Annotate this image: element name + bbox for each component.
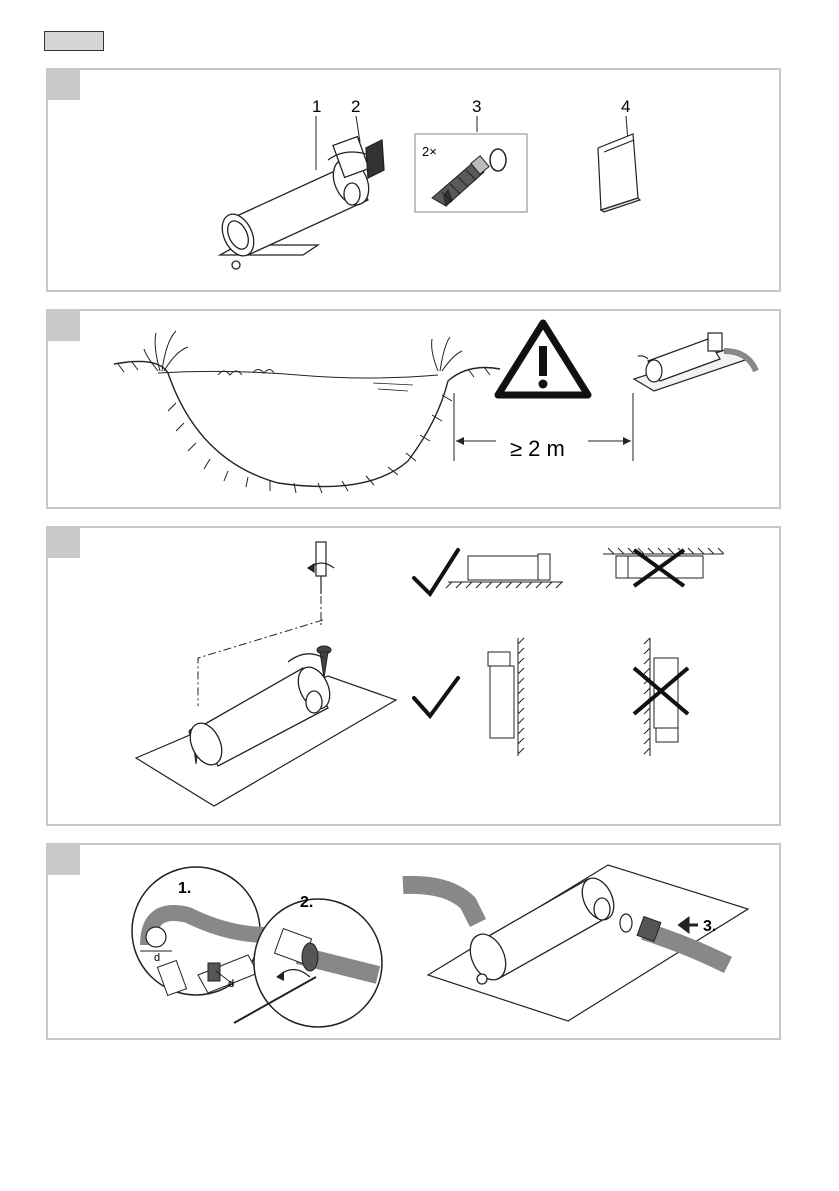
hose-connection-illustration: d d 1. 2. 3. xyxy=(48,845,781,1040)
language-code-box xyxy=(44,31,104,51)
distance-label: ≥ 2 m xyxy=(510,436,565,461)
panel-mounting xyxy=(46,526,781,826)
wrong-wall-mount xyxy=(644,638,678,756)
uv-clarifier-device-icon xyxy=(216,137,384,269)
instruction-manual-icon xyxy=(598,134,640,212)
mounted-device-icon xyxy=(634,333,756,391)
screwdriver-icon xyxy=(308,542,334,594)
pond-illustration: ≥ 2 m xyxy=(48,311,781,509)
dimension-label: d xyxy=(228,978,234,990)
callout-3: 3 xyxy=(472,97,481,116)
panel-hose-connection: d d 1. 2. 3. xyxy=(46,843,781,1040)
scope-illustration: 1 2 3 4 2× xyxy=(48,70,781,292)
step-3-label: 3. xyxy=(703,918,716,935)
callout-2: 2 xyxy=(351,97,360,116)
inlet-hose-icon xyxy=(403,885,478,923)
pond-plant-icon xyxy=(144,331,462,375)
callout-1: 1 xyxy=(312,97,321,116)
check-icon xyxy=(414,550,458,594)
panel-scope-of-delivery: 1 2 3 4 2× xyxy=(46,68,781,292)
step-1-label: 1. xyxy=(178,880,191,897)
mounting-illustration xyxy=(48,528,781,826)
warning-triangle-icon xyxy=(498,323,588,395)
step-2-label: 2. xyxy=(300,894,313,911)
check-icon xyxy=(414,678,458,716)
dimension-label: d xyxy=(154,952,160,964)
correct-horizontal-mount xyxy=(446,554,563,588)
callout-4: 4 xyxy=(621,97,630,116)
hose-adapter-qty: 2× xyxy=(422,144,437,159)
detail-circle-step1: d d xyxy=(132,867,268,996)
panel-pond-placement: ≥ 2 m xyxy=(46,309,781,509)
correct-wall-mount xyxy=(488,638,524,756)
